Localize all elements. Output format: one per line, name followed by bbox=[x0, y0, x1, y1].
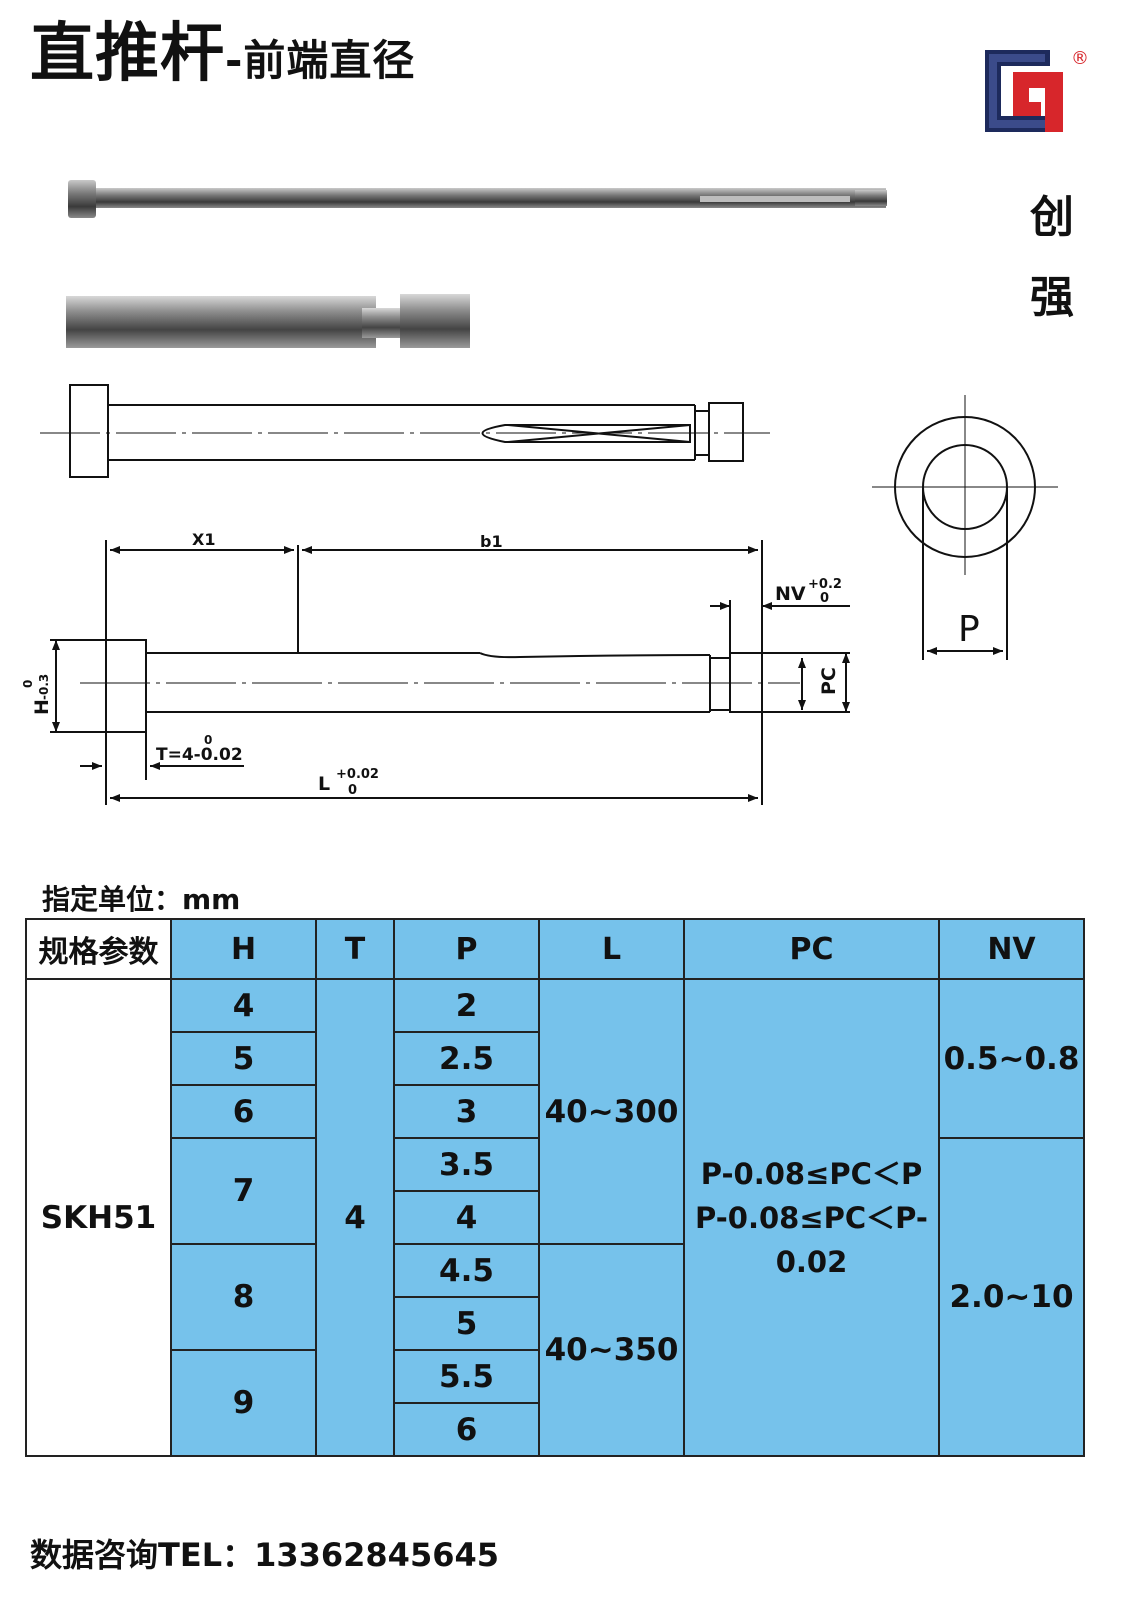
p-cell: 4.5 bbox=[393, 1243, 540, 1298]
nv-label: NV bbox=[775, 583, 806, 605]
spec-table: 规格参数 H T P L PC NV SKH51 4 4 2 40~300 P-… bbox=[25, 918, 1085, 1457]
header-t: T bbox=[315, 918, 395, 980]
table-row: 5 2.5 bbox=[26, 1031, 1084, 1086]
brand-logo-icon: ® bbox=[985, 48, 1089, 132]
side-view-drawing bbox=[40, 384, 770, 478]
product-photo-full bbox=[68, 180, 887, 218]
p-cell: 2 bbox=[393, 978, 540, 1033]
brand-name: 创 强 bbox=[1022, 178, 1082, 338]
x1-label: X1 bbox=[192, 530, 215, 549]
pc-cell: P-0.08≤PC＜P P-0.08≤PC＜P- 0.02 bbox=[683, 978, 940, 1457]
header-nv: NV bbox=[938, 918, 1085, 980]
nv-tol-lower: 0 bbox=[820, 591, 829, 606]
h-cell: 8 bbox=[170, 1243, 317, 1351]
header-h: H bbox=[170, 918, 317, 980]
title-sub: -前端直径 bbox=[225, 36, 416, 85]
unit-label: 指定单位：mm bbox=[42, 883, 241, 916]
t-tol: 0 bbox=[204, 733, 212, 747]
p-cell: 5 bbox=[393, 1296, 540, 1351]
b1-label: b1 bbox=[480, 532, 503, 551]
p-cell: 2.5 bbox=[393, 1031, 540, 1086]
h-cell: 9 bbox=[170, 1349, 317, 1457]
table-row: 5 bbox=[26, 1296, 1084, 1351]
nv-tol-upper: +0.2 bbox=[808, 577, 842, 592]
table-row: SKH51 4 4 2 40~300 P-0.08≤PC＜P P-0.08≤PC… bbox=[25, 978, 1085, 1457]
l-tol-lower: 0 bbox=[348, 783, 357, 798]
table-header-row: 规格参数 H T P L PC NV bbox=[25, 918, 1085, 980]
p-cell: 3 bbox=[393, 1084, 540, 1139]
table-row: 8 4.5 40~350 bbox=[26, 1243, 1084, 1457]
p-cell: 4 bbox=[393, 1190, 540, 1245]
l-label: L bbox=[318, 773, 330, 795]
pc-line-1: P-0.08≤PC＜P bbox=[700, 1156, 923, 1191]
pc-label: PC bbox=[818, 667, 840, 695]
end-view-drawing: P bbox=[872, 395, 1058, 660]
header-l: L bbox=[538, 918, 685, 980]
t-cell: 4 bbox=[315, 978, 395, 1457]
h-tol-upper: 0 bbox=[21, 680, 35, 688]
table-row: 7 3.5 2.0~10 bbox=[26, 1137, 1085, 1457]
table-row: 6 bbox=[26, 1402, 1084, 1457]
header-pc: PC bbox=[683, 918, 940, 980]
dimension-drawing: X1 b1 NV +0.2 0 PC H 0 -0.3 0 T=4-0.02 L… bbox=[21, 530, 850, 805]
l-cell: 40~350 bbox=[538, 1243, 685, 1457]
p-label: P bbox=[958, 609, 980, 650]
h-label: H bbox=[31, 699, 53, 715]
brand-char-1: 创 bbox=[1030, 192, 1074, 243]
contact-footer: 数据咨询TEL：13362845645 bbox=[30, 1536, 500, 1574]
header-p: P bbox=[393, 918, 540, 980]
p-cell: 3.5 bbox=[393, 1137, 540, 1192]
table-row: 9 5.5 bbox=[26, 1349, 1084, 1457]
h-cell: 7 bbox=[170, 1137, 317, 1245]
pc-line-2: P-0.08≤PC＜P- bbox=[695, 1200, 928, 1235]
h-cell: 4 bbox=[170, 978, 317, 1033]
h-cell: 6 bbox=[170, 1084, 317, 1139]
l-cell: 40~300 bbox=[538, 978, 685, 1245]
table-row: 6 3 bbox=[26, 1084, 1084, 1139]
l-tol-upper: +0.02 bbox=[336, 767, 379, 782]
material-cell: SKH51 bbox=[25, 978, 172, 1457]
pc-line-3: 0.02 bbox=[775, 1244, 848, 1279]
nv-cell: 2.0~10 bbox=[938, 1137, 1085, 1457]
nv-cell: 0.5~0.8 bbox=[938, 978, 1085, 1139]
p-cell: 6 bbox=[393, 1402, 540, 1457]
brand-char-2: 强 bbox=[1030, 272, 1074, 323]
h-cell: 5 bbox=[170, 1031, 317, 1086]
product-photo-closeup bbox=[66, 294, 470, 348]
table-row: 4 bbox=[26, 1190, 1084, 1245]
t-label: T=4-0.02 bbox=[156, 745, 243, 765]
header-spec: 规格参数 bbox=[25, 918, 172, 980]
registered-mark: ® bbox=[1071, 48, 1089, 69]
title-main: 直推杆 bbox=[30, 17, 225, 91]
page-title: 直推杆-前端直径 bbox=[30, 22, 415, 86]
p-cell: 5.5 bbox=[393, 1349, 540, 1404]
h-tol-lower: -0.3 bbox=[37, 674, 51, 700]
